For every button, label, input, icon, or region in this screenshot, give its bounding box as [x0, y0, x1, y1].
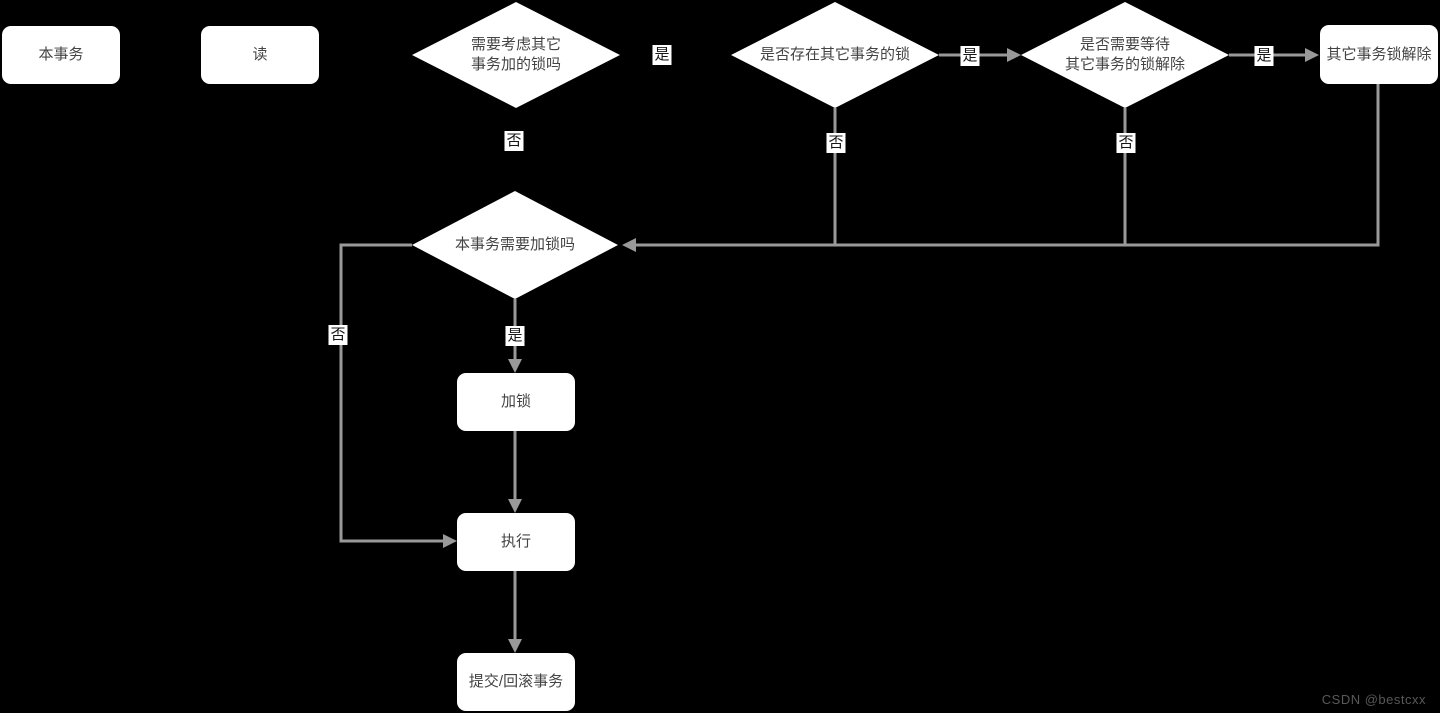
edge-label-consider-yes: 是 — [652, 45, 672, 65]
arrowhead-to-needlock — [622, 238, 636, 252]
watermark: CSDN @bestcxx — [1321, 692, 1426, 707]
node-other-lock-released: 其它事务锁解除 — [1320, 25, 1438, 84]
arrowhead-wait-yes — [1305, 48, 1319, 62]
edge-label-exists-yes: 是 — [960, 46, 980, 66]
node-read: 读 — [201, 26, 319, 84]
edge-label-wait-yes: 是 — [1254, 46, 1274, 66]
connector-released-to-needlock — [636, 84, 1380, 247]
arrowhead-needlock-yes — [508, 359, 522, 373]
edge-label-exists-no: 否 — [826, 133, 846, 153]
node-this-transaction: 本事务 — [2, 26, 120, 84]
node-commit-rollback: 提交/回滚事务 — [457, 653, 575, 711]
edge-label-consider-no: 否 — [504, 131, 524, 151]
arrowhead-needlock-no — [443, 534, 457, 548]
edge-label-need-lock-no: 否 — [328, 325, 348, 345]
arrowhead-execute-commit — [508, 639, 522, 653]
connector-needlock-no — [339, 243, 443, 543]
arrowhead-exists-yes — [1007, 48, 1021, 62]
edge-label-wait-no: 否 — [1116, 133, 1136, 153]
node-lock: 加锁 — [457, 373, 575, 431]
node-execute: 执行 — [457, 513, 575, 571]
edge-label-need-lock-yes: 是 — [505, 326, 525, 346]
arrowhead-lock-execute — [508, 499, 522, 513]
